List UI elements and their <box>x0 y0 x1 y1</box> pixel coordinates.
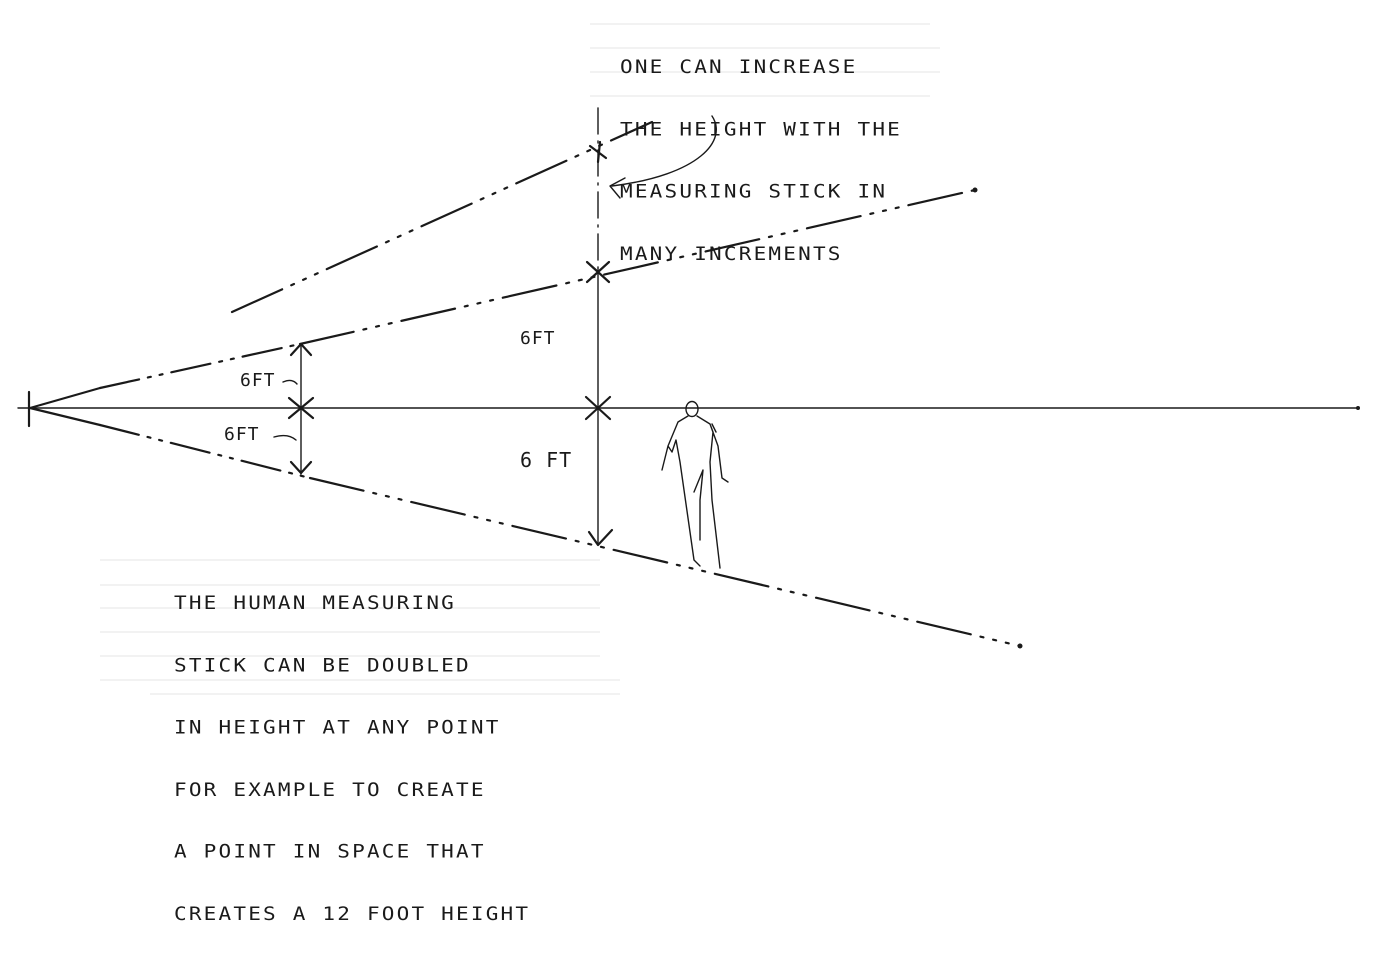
dim-label-center-lower: 6 FT <box>520 448 573 472</box>
perspective-sketch: 6FT 6FT 6FT 6 FT ONE CAN INCREASE THE HE… <box>17 16 1360 923</box>
left-stick-bottom-arrow <box>289 460 313 475</box>
bottom-note-line: STICK CAN BE DOUBLED <box>174 654 471 676</box>
note-pointer-arrow <box>611 115 717 187</box>
center-stick-mid-cross <box>584 395 612 421</box>
figure-body <box>661 415 729 569</box>
ground-line-far <box>308 476 1022 648</box>
sketch-canvas <box>17 23 1360 695</box>
left-stick-mid-cross <box>287 396 315 420</box>
center-stick-increment-tick <box>588 140 608 164</box>
bottom-note-line: THE HUMAN MEASURING <box>174 592 457 614</box>
note-pointer-arrowhead <box>609 177 626 199</box>
note-guide-lines <box>100 23 940 695</box>
left-stick-top-arrow <box>289 342 313 357</box>
ground-line-dashed <box>98 423 312 480</box>
bottom-note-line: A POINT IN SPACE THAT <box>174 840 486 862</box>
bottom-note-line: IN HEIGHT AT ANY POINT <box>174 716 501 738</box>
twelve-foot-line-far <box>298 188 977 346</box>
twelve-foot-line <box>28 386 102 410</box>
increment-line <box>230 120 654 314</box>
top-note-line: MEASURING STICK IN <box>620 180 888 202</box>
twelve-foot-line-dashed <box>98 342 302 390</box>
bottom-note: THE HUMAN MEASURING STICK CAN BE DOUBLED… <box>174 552 530 966</box>
dim-label-center-upper: 6FT <box>520 328 556 349</box>
top-note-line: THE HEIGHT WITH THE <box>620 118 903 140</box>
left-upper-leader <box>282 379 298 385</box>
left-lower-leader <box>273 434 297 441</box>
top-note-line: MANY INCREMENTS <box>620 242 843 264</box>
twelve-foot-line-end-dot <box>972 187 978 193</box>
human-figure <box>661 400 729 569</box>
center-stick-bottom-arrow <box>587 528 614 547</box>
ground-line <box>28 406 102 427</box>
figure-head <box>685 400 699 418</box>
dim-label-left-lower: 6FT <box>224 424 260 445</box>
top-note-line: ONE CAN INCREASE <box>620 56 858 78</box>
horizon-end-dot <box>1356 406 1360 410</box>
bottom-note-line: CREATES A 12 FOOT HEIGHT <box>174 902 531 924</box>
bottom-note-line: FOR EXAMPLE TO CREATE <box>174 778 486 800</box>
center-stick-top-cross <box>585 260 611 284</box>
ground-line-end-dot <box>1017 643 1023 649</box>
top-note: ONE CAN INCREASE THE HEIGHT WITH THE MEA… <box>620 16 902 306</box>
dim-label-left-upper: 6FT <box>240 370 276 391</box>
